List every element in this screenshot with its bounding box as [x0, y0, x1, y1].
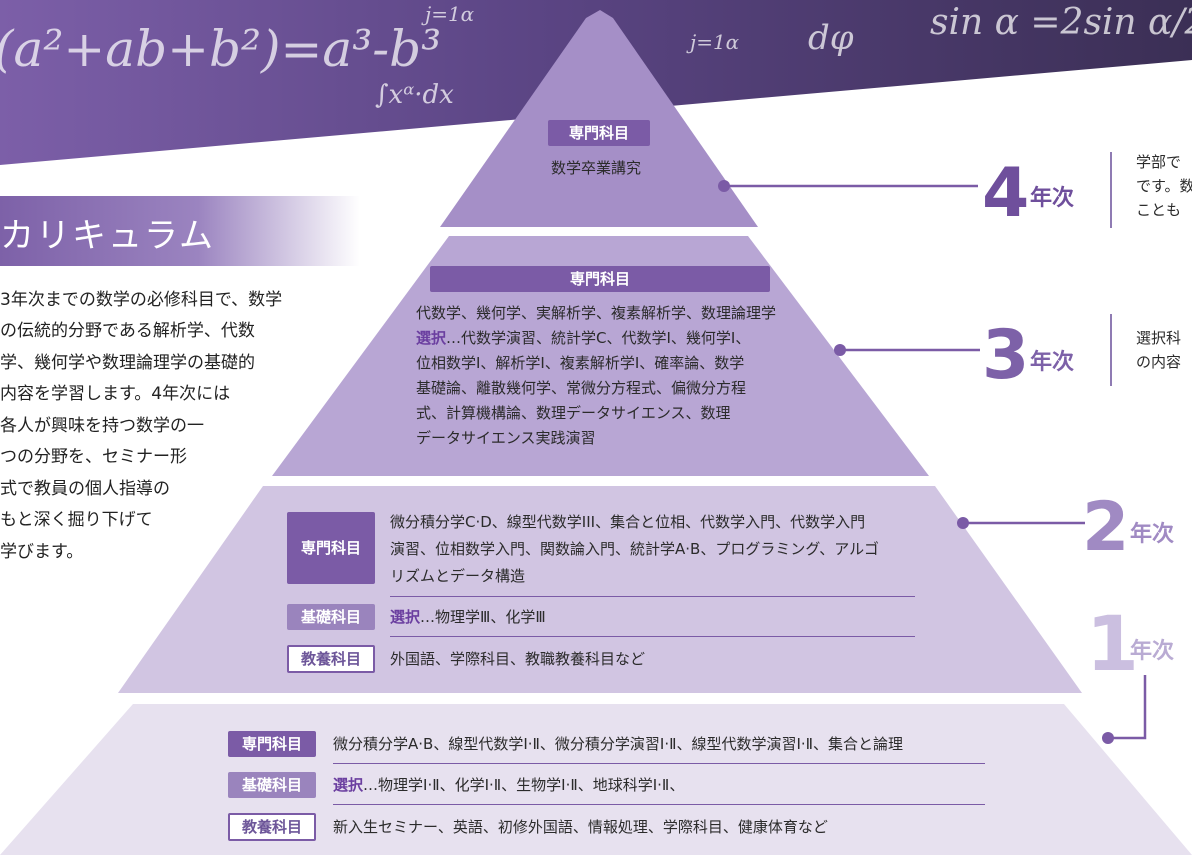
tier2-rule-2	[390, 636, 915, 637]
tier2-rule-1	[390, 596, 915, 597]
tier2-kyoyo-tag: 教養科目	[287, 645, 375, 673]
tier1-kiso-select: 選択	[333, 776, 364, 794]
tier1-senmon-tag: 専門科目	[228, 731, 316, 757]
formula-4: j=1α	[690, 30, 740, 54]
tier2-kiso-text: …物理学Ⅲ、化学Ⅲ	[420, 608, 546, 626]
tier1-senmon-text: 微分積分学A·B、線型代数学I·Ⅱ、微分積分学演習I·Ⅱ、線型代数学演習I·Ⅱ、…	[333, 735, 904, 753]
tier2-kyoyo-text: 外国語、学際科目、教職教養科目など	[390, 650, 646, 668]
tier1-kiso-text: …物理学I·Ⅱ、化学I·Ⅱ、生物学I·Ⅱ、地球科学I·Ⅱ、	[363, 776, 685, 794]
tier3-line-3: 位相数学I、解析学I、複素解析学I、確率論、数学	[416, 354, 745, 372]
tier4-tag: 専門科目	[548, 120, 650, 146]
formula-3: ∫xᵅ·dx	[375, 80, 454, 110]
tier1-kyoyo-text: 新入生セミナー、英語、初修外国語、情報処理、学際科目、健康体育など	[333, 818, 828, 836]
tier3-select-label: 選択	[416, 329, 447, 347]
tier-year4-shape	[440, 10, 758, 227]
tier2-senmon-line-2: 演習、位相数学入門、関数論入門、統計学A·B、プログラミング、アルゴ	[390, 540, 879, 558]
year4-desc-1: 学部で	[1136, 153, 1182, 171]
intro-line-2: の伝統的分野である解析学、代数	[0, 321, 255, 341]
year4-divider	[1110, 152, 1112, 228]
formula-1: (a²+ab+b²)=a³-b³	[0, 20, 442, 78]
tier1-rule-2	[333, 804, 985, 805]
tier2-senmon-tag: 専門科目	[287, 512, 375, 584]
year3-divider	[1110, 314, 1112, 386]
tier3-line-1: 代数学、幾何学、実解析学、複素解析学、数理論理学	[416, 304, 777, 322]
year1-label: 年次	[1130, 639, 1175, 664]
intro-line-7: 式で教員の個人指導の	[0, 479, 170, 499]
year3-desc-2: の内容	[1136, 353, 1182, 371]
tier3-line-2-text: …代数学演習、統計学C、代数学I、幾何学I、	[446, 329, 751, 347]
tier3-line-2: 選択…代数学演習、統計学C、代数学I、幾何学I、	[416, 326, 750, 350]
tier1-rule-1	[333, 763, 985, 764]
tier2-kiso-select: 選択	[390, 608, 421, 626]
year4-desc-2: です。数	[1136, 177, 1192, 195]
tier3-tag: 専門科目	[430, 266, 770, 292]
tier2-kiso-line: 選択…物理学Ⅲ、化学Ⅲ	[390, 605, 546, 629]
tier1-kiso-line: 選択…物理学I·Ⅱ、化学I·Ⅱ、生物学I·Ⅱ、地球科学I·Ⅱ、	[333, 773, 684, 797]
tier3-line-5: 式、計算機構論、数理データサイエンス、数理	[416, 404, 731, 422]
tier1-kyoyo-tag: 教養科目	[228, 813, 316, 841]
connector-year1	[1108, 675, 1147, 740]
year3-desc-1: 選択科	[1136, 329, 1182, 347]
year3-number: 3	[982, 316, 1030, 395]
formula-2: j=1α	[425, 2, 475, 26]
tier3-line-6: データサイエンス実践演習	[416, 429, 596, 447]
intro-line-1: 3年次までの数学の必修科目で、数学	[0, 290, 283, 310]
tier2-senmon-line-3: リズムとデータ構造	[390, 567, 526, 585]
year1-number: 1	[1086, 599, 1139, 688]
tier1-kiso-tag: 基礎科目	[228, 772, 316, 798]
tier-year3-shape	[272, 236, 929, 476]
tier4-text: 数学卒業講究	[551, 159, 642, 177]
intro-line-4: 内容を学習します。4年次には	[0, 384, 231, 404]
intro-line-6: つの分野を、セミナー形	[0, 447, 187, 467]
tier3-line-4: 基礎論、離散幾何学、常微分方程式、偏微分方程	[416, 379, 747, 397]
year2-number: 2	[1082, 488, 1130, 567]
intro-line-9: 学びます。	[0, 542, 84, 562]
year4-label: 年次	[1030, 186, 1075, 211]
year3-label: 年次	[1030, 350, 1075, 375]
year2-label: 年次	[1130, 522, 1175, 547]
year4-number: 4	[982, 154, 1030, 233]
intro-line-8: もと深く掘り下げて	[0, 510, 153, 530]
tier2-kiso-tag: 基礎科目	[287, 604, 375, 630]
tier2-senmon-line-1: 微分積分学C·D、線型代数学III、集合と位相、代数学入門、代数学入門	[390, 513, 866, 531]
heading-bar	[0, 196, 360, 266]
formula-6: sin α =2sin α/2	[930, 2, 1192, 43]
page-title: カリキュラム	[0, 216, 215, 256]
intro-line-5: 各人が興味を持つ数学の一	[0, 416, 204, 436]
intro-line-3: 学、幾何学や数理論理学の基礎的	[0, 353, 255, 373]
formula-5: dφ	[808, 18, 854, 58]
year4-desc-3: ことも	[1136, 201, 1182, 219]
